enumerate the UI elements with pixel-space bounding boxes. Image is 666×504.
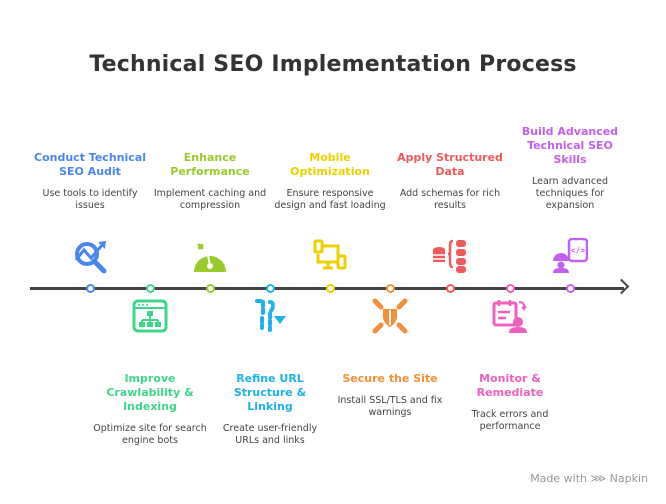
speedometer-icon [192, 238, 228, 274]
timeline-marker [85, 284, 95, 293]
timeline-marker [565, 284, 575, 293]
timeline-marker [505, 284, 515, 293]
napkin-watermark: Made with ⋙ Napkin [530, 472, 648, 485]
step-description: Ensure responsive design and fast loadin… [274, 188, 386, 211]
timeline-marker [385, 284, 395, 293]
step-title: Build Advanced Technical SEO Skills [521, 125, 619, 166]
shield-network-icon [372, 298, 408, 334]
database-schema-icon [432, 238, 468, 274]
timeline-marker [265, 284, 275, 293]
step-description: Learn advanced techniques for expansion [532, 176, 608, 211]
step-description: Use tools to identify issues [42, 188, 138, 211]
timeline-marker [145, 284, 155, 293]
dotted-path-icon [252, 298, 288, 334]
step-description: Optimize site for search engine bots [93, 423, 207, 446]
svg-text:</>: </> [571, 246, 586, 255]
diagram-title: Technical SEO Implementation Process [89, 52, 577, 77]
step-title: Enhance Performance [170, 151, 250, 178]
timeline-arrowhead [613, 278, 630, 295]
step-description: Implement caching and compression [153, 188, 267, 211]
step-title: Improve Crawlability & Indexing [106, 372, 194, 413]
step-description: Install SSL/TLS and fix warnings [337, 395, 443, 418]
developer-code-icon: </> [552, 237, 589, 274]
sitemap-window-icon [132, 298, 168, 334]
devices-icon [312, 238, 348, 274]
step-description: Track errors and performance [471, 409, 549, 432]
timeline-marker [325, 284, 335, 293]
step-description: Create user-friendly URLs and links [222, 423, 318, 446]
step-title: Monitor & Remediate [476, 372, 544, 399]
calendar-user-icon [492, 298, 528, 334]
step-title: Refine URL Structure & Linking [233, 372, 307, 413]
timeline-marker [445, 284, 455, 293]
step-title: Conduct Technical SEO Audit [34, 151, 146, 178]
magnifier-chart-icon [72, 238, 108, 274]
step-title: Apply Structured Data [397, 151, 503, 178]
step-description: Add schemas for rich results [399, 188, 501, 211]
step-title: Mobile Optimization [290, 151, 370, 178]
timeline-marker [205, 284, 215, 293]
step-title: Secure the Site [342, 372, 438, 385]
